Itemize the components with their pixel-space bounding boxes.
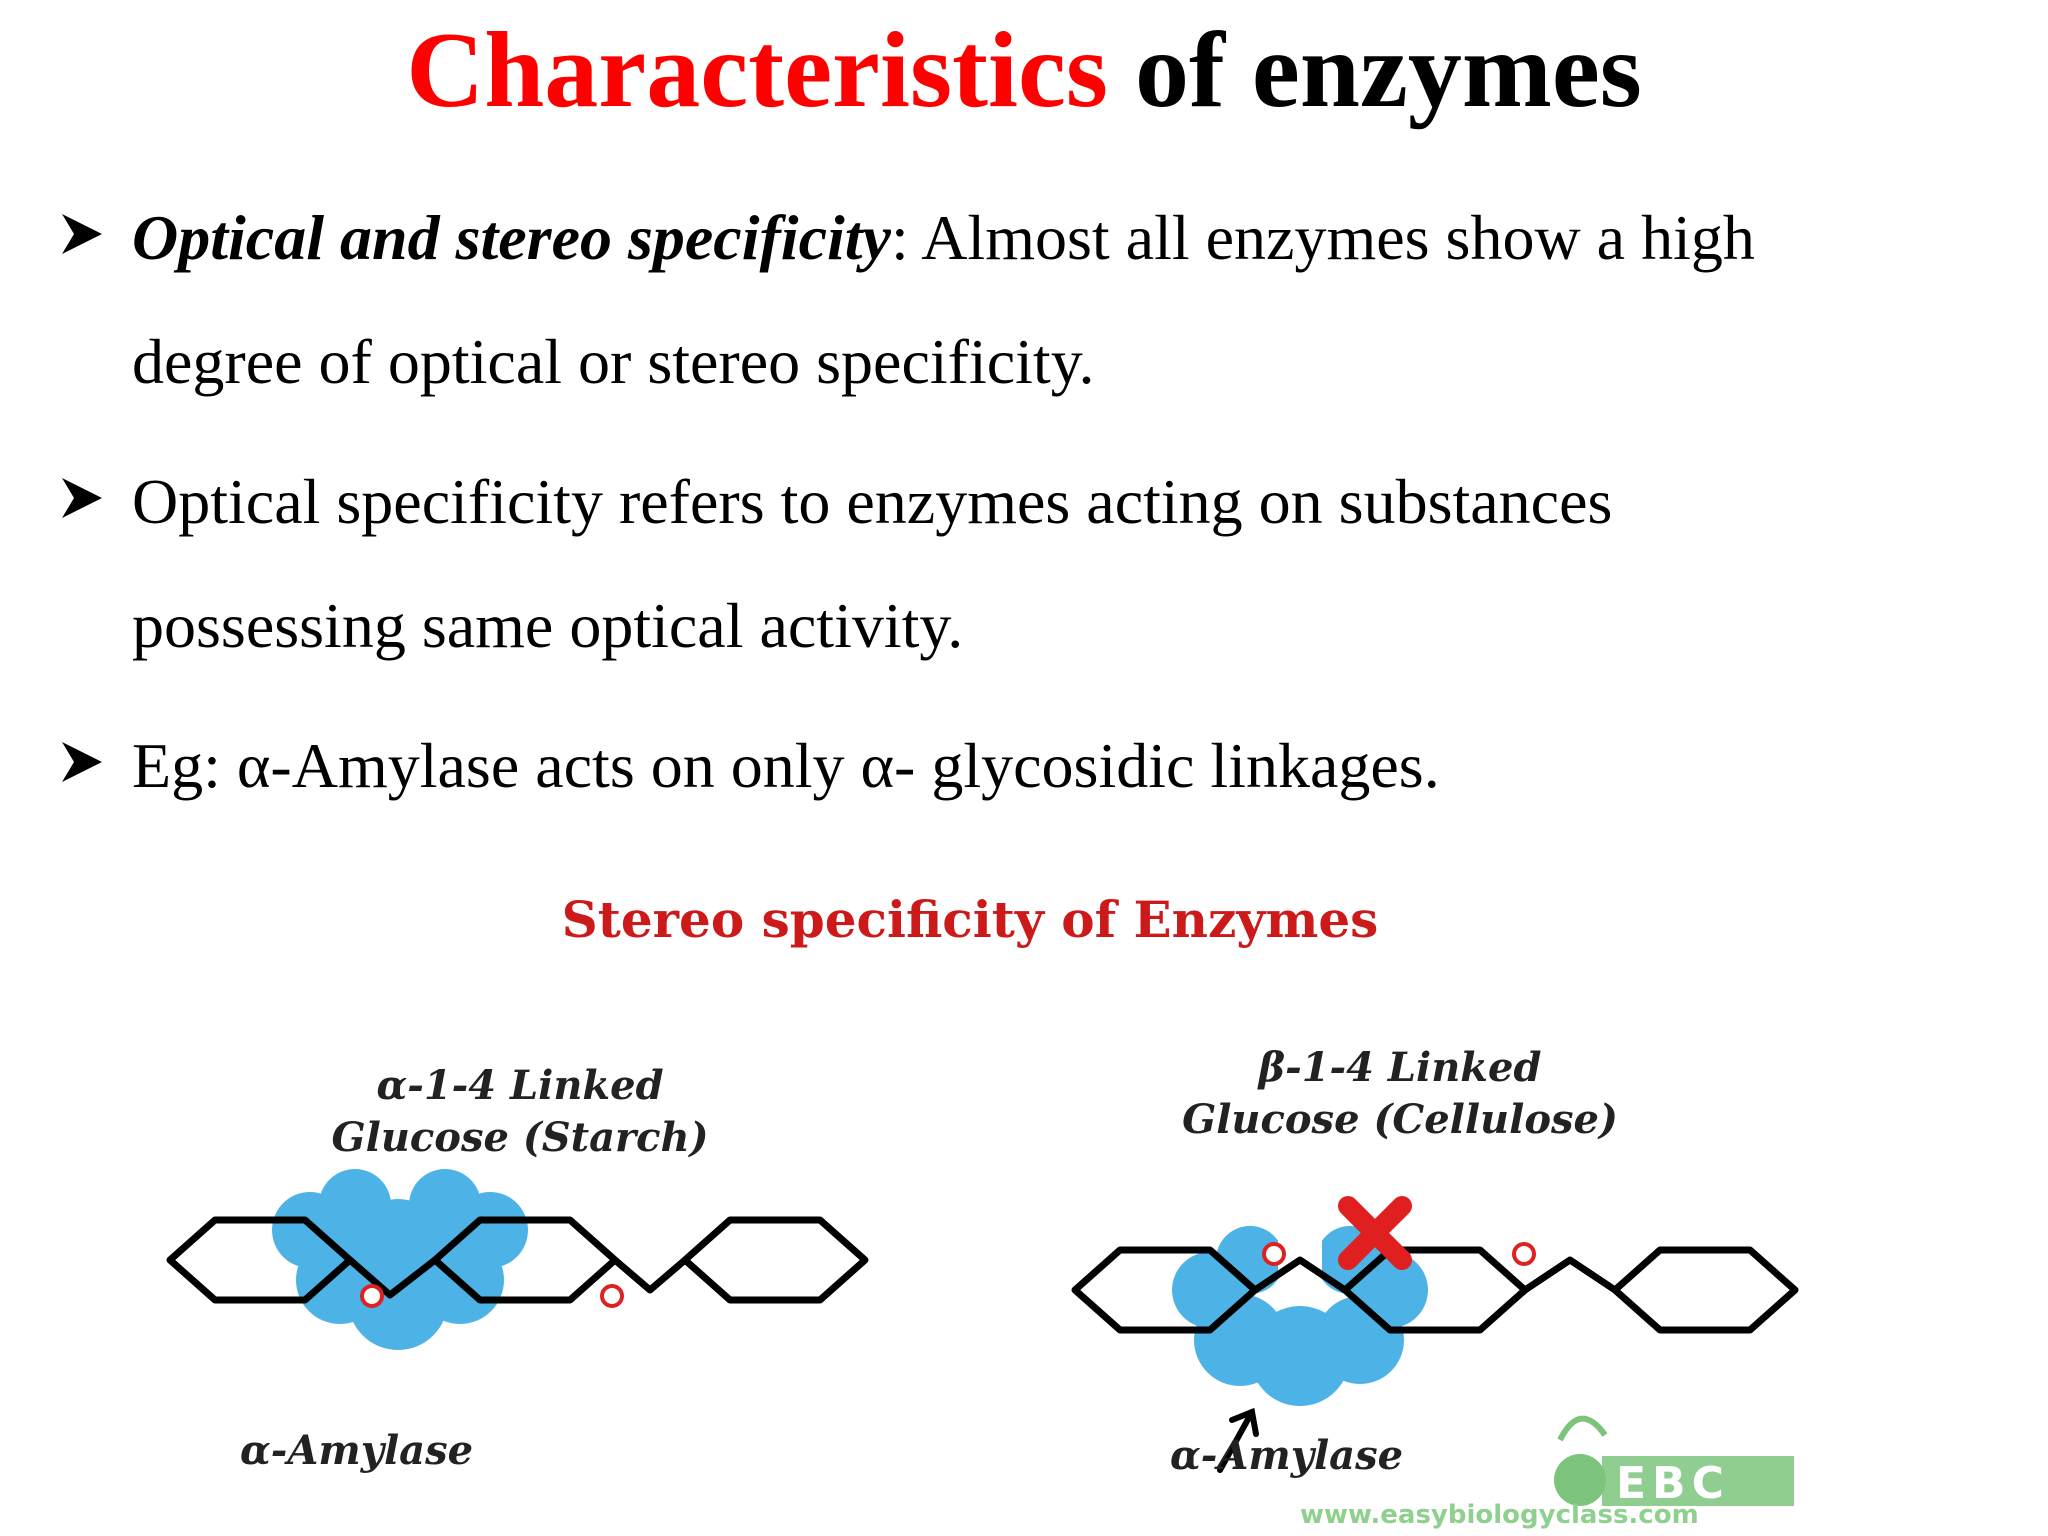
pointer-arrow-icon bbox=[1217, 1407, 1259, 1473]
enzyme-label-left: α-Amylase bbox=[240, 1427, 474, 1474]
ebc-logo-icon bbox=[1554, 1415, 1794, 1506]
cellulose-label: β-1-4 Linked Glucose (Cellulose) bbox=[1140, 1042, 1660, 1146]
starch-chain bbox=[166, 1216, 869, 1304]
bullet-optical-specificity: Optical specificity refers to enzymes ac… bbox=[60, 440, 2020, 688]
starch-label-line2: Glucose (Starch) bbox=[331, 1114, 709, 1161]
bullet-line: Optical specificity refers to enzymes ac… bbox=[132, 466, 1613, 537]
slide-title: Characteristics of enzymes bbox=[0, 6, 2048, 136]
starch-label-line1: α-1-4 Linked bbox=[376, 1062, 664, 1109]
blocked-cross-icon bbox=[1338, 1196, 1412, 1270]
stereo-specificity-figure: Stereo specificity of Enzymes α-1-4 Link… bbox=[140, 860, 1800, 1536]
starch-label: α-1-4 Linked Glucose (Starch) bbox=[280, 1060, 760, 1164]
figure-title: Stereo specificity of Enzymes bbox=[561, 890, 1379, 949]
bullet-heading: Optical and stereo specificity bbox=[132, 202, 891, 273]
bullet-optical-stereo: Optical and stereo specificity: Almost a… bbox=[60, 176, 2020, 424]
bullet-line: Eg: α-Amylase acts on only α- glycosidic… bbox=[132, 730, 1440, 801]
logo-letters: EBC bbox=[1616, 1458, 1730, 1509]
enzyme-label-right: α-Amylase bbox=[1170, 1432, 1404, 1479]
logo-url: www.easybiologyclass.com bbox=[1300, 1500, 1699, 1530]
bullet-example: Eg: α-Amylase acts on only α- glycosidic… bbox=[60, 704, 2020, 828]
alpha-amylase-enzyme-left bbox=[272, 1169, 528, 1350]
bullet-line: degree of optical or stereo specificity. bbox=[132, 326, 1095, 397]
glucose-chains-diagram bbox=[166, 1169, 1799, 1506]
title-highlight: Characteristics bbox=[406, 11, 1108, 130]
cellulose-label-line1: β-1-4 Linked bbox=[1258, 1044, 1542, 1091]
bullet-line: : Almost all enzymes show a high bbox=[890, 202, 1755, 273]
cellulose-label-line2: Glucose (Cellulose) bbox=[1182, 1096, 1618, 1143]
arrow-bullet-icon bbox=[60, 176, 120, 256]
bullet-line: possessing same optical activity. bbox=[132, 590, 964, 661]
arrow-bullet-icon bbox=[60, 704, 120, 784]
arrow-bullet-icon bbox=[60, 440, 120, 520]
title-rest: of enzymes bbox=[1107, 11, 1642, 130]
